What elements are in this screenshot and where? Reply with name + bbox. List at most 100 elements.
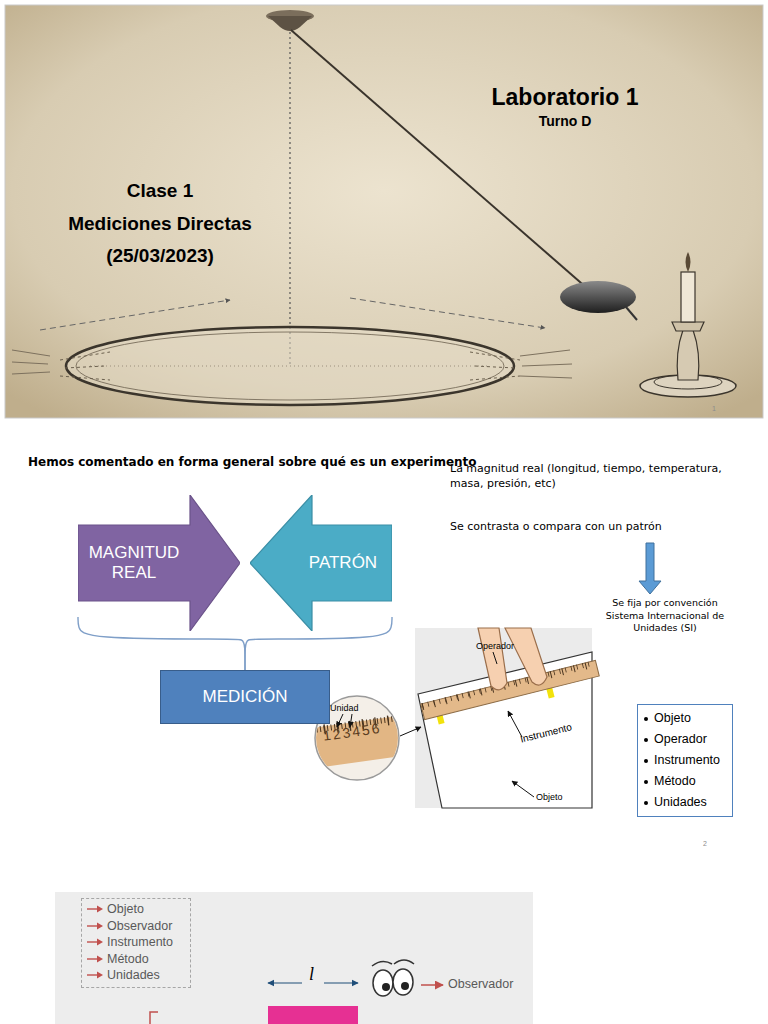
list-arrow [86, 921, 104, 931]
slide-three-art [268, 1006, 358, 1024]
arrow-text: PATRÓN [309, 553, 377, 573]
list-item: Objeto [654, 708, 691, 729]
bullet-dot [644, 780, 648, 784]
slide-three-art [401, 982, 409, 990]
list-arrow [97, 955, 103, 962]
ruler-photo [512, 781, 534, 797]
slide-number: 2 [703, 840, 717, 848]
slide-three-art [421, 984, 443, 986]
arrow-shape [78, 495, 240, 631]
arrow-shape [78, 495, 240, 631]
pendulum-engraving [268, 16, 312, 31]
slide-title: Laboratorio 1 [440, 84, 690, 112]
bullet-dot [644, 717, 648, 721]
slide-number: 1 [712, 405, 726, 413]
slide-three-art [372, 960, 414, 966]
bullet-dot [644, 738, 648, 742]
list-row: Observador [86, 918, 186, 935]
list-item: Instrumento [107, 934, 173, 951]
arrow-text-area: PATRÓN [294, 525, 392, 601]
scale-digits: 123456 [322, 717, 404, 745]
list-arrow [86, 904, 104, 914]
pendulum-engraving [560, 281, 636, 313]
picture-label: Unidad [330, 703, 380, 714]
slide-three-art [150, 1012, 158, 1024]
list-row: Unidades [86, 967, 186, 984]
list-item: Instrumento [654, 750, 720, 771]
arrow-text: MAGNITUD REAL [78, 543, 190, 582]
ruler-photo [505, 628, 547, 685]
ruler-photo [415, 628, 599, 808]
list-row: Objeto [644, 708, 726, 729]
pendulum-engraving [40, 300, 230, 330]
list-item: Método [107, 951, 149, 968]
list-row: Instrumento [644, 750, 726, 771]
ruler-photo [421, 660, 600, 719]
ruler-photo [478, 628, 507, 690]
down-arrow [639, 543, 661, 594]
standard-arrow: PATRÓN [250, 495, 392, 631]
box-text: MEDICIÓN [203, 687, 288, 707]
slide-three-art [382, 983, 390, 991]
ruler-photo [421, 660, 600, 719]
list-arrow [97, 922, 103, 929]
pendulum-engraving [686, 252, 691, 272]
bullet-dot [644, 801, 648, 805]
brace-connector [245, 617, 392, 670]
slide-subtitle: Turno D [440, 113, 690, 130]
arrow-shape [250, 495, 392, 631]
list-arrow [86, 954, 104, 964]
pendulum-engraving [350, 298, 545, 328]
magnifier [400, 727, 421, 736]
list-row: Operador [644, 729, 726, 750]
pendulum-engraving [677, 330, 699, 380]
ruler-photo [493, 652, 497, 664]
class-number: Clase 1 [40, 180, 280, 203]
pendulum-engraving [60, 352, 110, 380]
list-row: Objeto [86, 901, 186, 918]
pendulum-engraving [90, 366, 490, 367]
picture-label: Objeto [536, 792, 586, 803]
list-item: Método [654, 771, 696, 792]
note-text: Sistema Internacional de Unidades (SI) [590, 610, 740, 634]
list-item: Unidades [107, 967, 160, 984]
slide-three-art [55, 892, 533, 1024]
list-item: Unidades [654, 792, 707, 813]
list-row: Método [644, 771, 726, 792]
pendulum-engraving [12, 350, 572, 378]
brace-connector [78, 617, 245, 670]
pendulum-engraving [681, 272, 695, 322]
class-date: (25/03/2023) [40, 245, 280, 268]
observer-label: Observador [448, 977, 538, 992]
length-symbol: l [309, 964, 325, 986]
list-row: Unidades [644, 792, 726, 813]
ruler-photo [422, 664, 594, 707]
measurement-box: MEDICIÓN [160, 670, 330, 724]
picture-label: Operador [476, 641, 536, 652]
list-arrow [97, 972, 103, 979]
down-arrow [639, 543, 661, 594]
slide-three-art [324, 982, 358, 983]
pendulum-engraving [291, 30, 588, 289]
list-item: Observador [107, 918, 172, 935]
list-arrow [86, 970, 104, 980]
list-arrow [86, 937, 104, 947]
magnitude-arrow: MAGNITUD REAL [78, 495, 240, 631]
list-row: Método [86, 951, 186, 968]
list-item: Operador [654, 729, 707, 750]
slide-three-art [373, 970, 393, 996]
element-list-dashed: ObjetoObservadorInstrumentoMétodoUnidade… [81, 898, 191, 988]
pendulum-engraving [672, 322, 704, 331]
note-text: La magnitud real (longitud, tiempo, temp… [450, 461, 755, 491]
pendulum-engraving [470, 352, 520, 380]
note-text: Se fija por convención [585, 597, 745, 608]
slide-three-art [55, 892, 533, 1024]
slide-three-art [268, 982, 302, 983]
element-list-box: ObjetoOperadorInstrumentoMétodoUnidades [637, 704, 733, 817]
class-topic: Mediciones Directas [40, 213, 280, 236]
ruler-photo [415, 628, 592, 808]
pendulum-engraving [66, 327, 514, 405]
